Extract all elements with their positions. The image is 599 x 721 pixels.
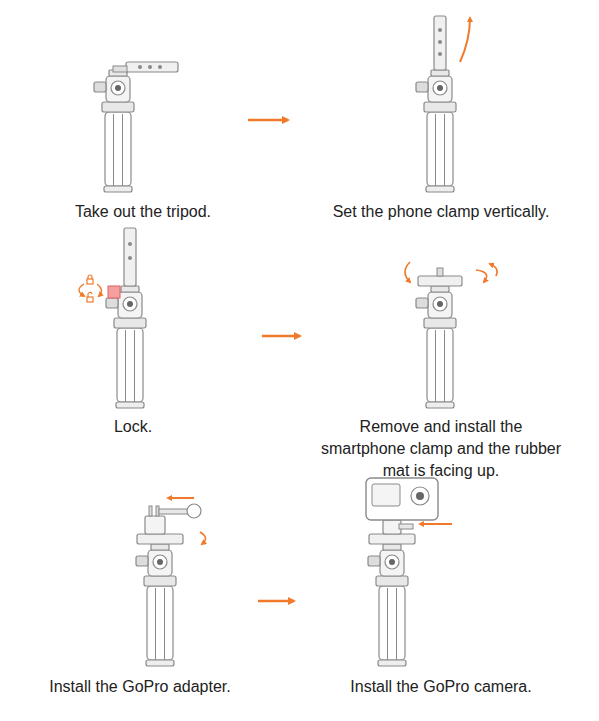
tripod: [368, 544, 408, 666]
camera-lens: [416, 492, 424, 500]
clamp-hole: [438, 28, 442, 32]
step-caption: Lock.: [33, 416, 233, 438]
rotate-arrow: [490, 264, 497, 276]
unlock-icon: [87, 297, 93, 302]
rotate-arrow: [79, 284, 84, 296]
clamp-hole: [138, 65, 142, 69]
rotate-arrow: [405, 262, 410, 282]
step-arrow: [262, 335, 300, 338]
step-arrow: [248, 119, 288, 122]
rotate-arrow: [476, 270, 487, 282]
phone-clamp: [126, 62, 178, 72]
lock-icon: [88, 275, 92, 279]
tripod: [106, 286, 146, 408]
gopro-camera: [366, 478, 438, 520]
phone-clamp: [137, 534, 183, 544]
tripod: [416, 70, 456, 192]
step-caption: Install the GoPro adapter.: [10, 676, 270, 698]
rotate-arrow: [460, 18, 470, 62]
camera-screen: [372, 484, 400, 506]
unlock-icon: [88, 292, 92, 297]
clamp-hole: [148, 65, 152, 69]
step-caption: Remove and install the smartphone clamp …: [317, 416, 565, 482]
clamp-hole: [128, 256, 132, 260]
step-caption: Take out the tripod.: [13, 201, 273, 223]
phone-clamp: [124, 228, 136, 286]
phone-clamp: [418, 276, 462, 286]
step-arrow: [258, 600, 294, 603]
thumb-screw: [159, 509, 189, 514]
camera-lens: [411, 487, 429, 505]
clamp-hole: [128, 242, 132, 246]
mount-screw: [437, 268, 443, 276]
phone-clamp: [434, 16, 446, 70]
thumb-screw: [187, 504, 201, 518]
adapter-prong: [149, 506, 152, 516]
lock-icon: [87, 279, 93, 284]
tripod: [416, 286, 456, 408]
phone-clamp: [369, 534, 415, 544]
thumb-screw: [399, 524, 413, 529]
clamp-hole: [158, 65, 162, 69]
rotate-arrow: [200, 532, 206, 544]
tripod: [136, 544, 176, 666]
gopro-adapter: [383, 520, 401, 534]
insert-arrow: [168, 497, 194, 499]
clamp-hole: [438, 52, 442, 56]
step-caption: Set the phone clamp vertically.: [301, 201, 581, 223]
tripod: [94, 70, 134, 192]
step-caption: Install the GoPro camera.: [311, 676, 571, 698]
lock-knob: [108, 286, 120, 298]
insert-arrow: [420, 523, 452, 525]
clamp-stem: [113, 66, 127, 72]
clamp-hole: [438, 40, 442, 44]
rotate-arrow: [97, 284, 102, 296]
gopro-adapter: [145, 516, 165, 534]
